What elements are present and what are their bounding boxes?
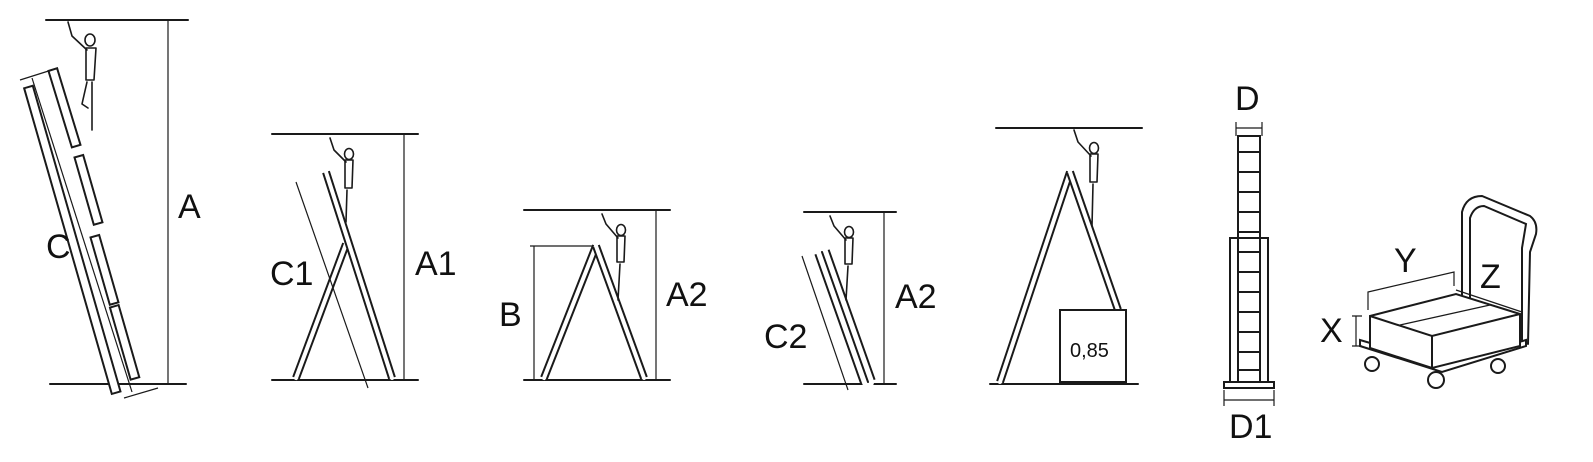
ladder-aframe-tall <box>996 170 1122 384</box>
length-line-c <box>31 77 133 393</box>
label-c2: C2 <box>764 318 807 356</box>
package-box <box>1369 292 1521 370</box>
person-figure <box>829 215 855 301</box>
box-value: 0,85 <box>1070 340 1109 362</box>
person-figure <box>601 213 627 301</box>
label-d1: D1 <box>1229 408 1272 446</box>
person-figure <box>67 21 97 131</box>
panel-aframe-extension: C1 A1 <box>270 133 457 389</box>
ladder-rungs <box>1237 151 1261 371</box>
trolley-wheels <box>1364 356 1506 389</box>
length-line-c2 <box>801 255 849 391</box>
trolley-handle <box>1461 194 1538 345</box>
ladder-leaning <box>22 67 141 396</box>
ladder-closed <box>814 246 876 388</box>
ladder-base <box>1223 381 1275 389</box>
panel-trolley: X Y Z <box>1320 194 1538 389</box>
label-b: B <box>499 296 522 334</box>
ladder-aframe-small <box>540 244 648 380</box>
label-d: D <box>1235 80 1260 118</box>
length-line-c1 <box>295 181 369 389</box>
length-tick <box>19 67 59 81</box>
dimension-x <box>1352 315 1362 347</box>
label-a: A <box>178 188 201 226</box>
ladder-aframe <box>292 170 396 380</box>
dimension-z <box>1455 289 1523 313</box>
panel-leaning-closed: C2 A2 <box>764 211 937 391</box>
label-x: X <box>1320 312 1343 350</box>
dimension-y <box>1367 271 1455 310</box>
label-a2: A2 <box>666 276 708 314</box>
label-a1: A1 <box>415 245 457 283</box>
label-y: Y <box>1394 242 1417 280</box>
length-tick <box>123 387 159 399</box>
label-a2: A2 <box>895 278 937 316</box>
person-figure <box>1073 129 1100 227</box>
panel-aframe-box: 0,85 <box>989 127 1143 385</box>
person-figure <box>329 137 355 223</box>
label-c: C <box>46 228 71 266</box>
platform-box <box>1059 309 1127 383</box>
label-z: Z <box>1480 258 1501 296</box>
panel-stored-ladder: D D1 <box>1223 80 1275 446</box>
label-c1: C1 <box>270 255 313 293</box>
panel-leaning-extension: C A <box>19 19 201 399</box>
panel-aframe-standing: B A2 <box>499 209 708 381</box>
